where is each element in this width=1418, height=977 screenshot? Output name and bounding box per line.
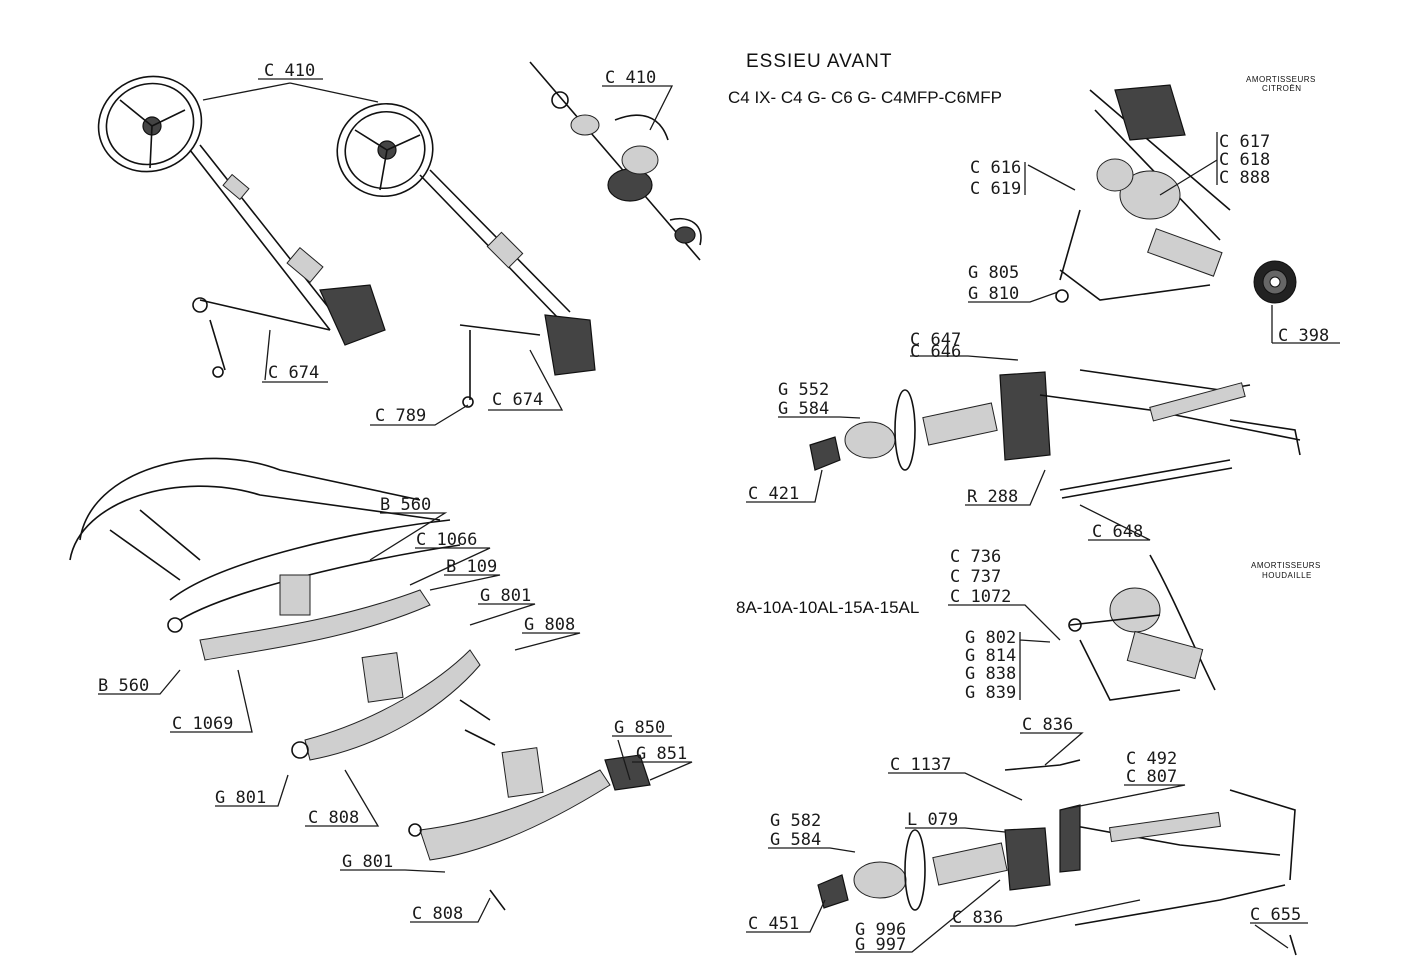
label-c1066: C 1066: [416, 530, 477, 550]
label-l079: L 079: [907, 810, 958, 830]
label-c619: C 619: [970, 179, 1021, 199]
label-r288: R 288: [967, 487, 1018, 507]
label-c789: C 789: [375, 406, 426, 426]
label-g814: G 814: [965, 646, 1016, 666]
front-axle-upper-drawing: [809, 369, 1301, 499]
label-c808-a: C 808: [308, 808, 359, 828]
leaf-spring-mid-drawing: [291, 649, 496, 761]
leader-lines: [98, 78, 1340, 953]
shock-houdaille-line2: HOUDAILLE: [1262, 571, 1312, 580]
label-c1069: C 1069: [172, 714, 233, 734]
label-c421: C 421: [748, 484, 799, 504]
label-g851: G 851: [636, 744, 687, 764]
label-g997: G 997: [855, 935, 906, 955]
label-g801-a: G 801: [480, 586, 531, 606]
label-c617: C 617: [1219, 132, 1270, 152]
label-g584-upper: G 584: [778, 399, 829, 419]
label-c1137: C 1137: [890, 755, 951, 775]
label-g850: G 850: [614, 718, 665, 738]
label-g838: G 838: [965, 664, 1016, 684]
label-c807: C 807: [1126, 767, 1177, 787]
label-g996: G 996: [855, 920, 906, 940]
label-c655: C 655: [1250, 905, 1301, 925]
label-c410-left: C 410: [264, 61, 315, 81]
label-b109: B 109: [446, 557, 497, 577]
steering-wheel-right-drawing: [336, 102, 596, 408]
label-c808-b: C 808: [412, 904, 463, 924]
models-mid: 8A-10A-10AL-15A-15AL: [736, 598, 919, 617]
label-b560-top: B 560: [380, 495, 431, 515]
label-g582: G 582: [770, 811, 821, 831]
steering-wheel-left-drawing: [97, 75, 386, 378]
label-c616: C 616: [970, 158, 1021, 178]
label-c674-left: C 674: [268, 363, 319, 383]
label-g810: G 810: [968, 284, 1019, 304]
label-c888: C 888: [1219, 168, 1270, 188]
label-g808: G 808: [524, 615, 575, 635]
label-c1072: C 1072: [950, 587, 1011, 607]
label-g552: G 552: [778, 380, 829, 400]
label-c618: C 618: [1219, 150, 1270, 170]
shock-houdaille-drawing: [1068, 554, 1216, 701]
shock-houdaille-line1: AMORTISSEURS: [1251, 561, 1321, 570]
label-c398: C 398: [1278, 326, 1329, 346]
label-c646: C 646: [910, 342, 961, 362]
front-axle-lower-drawing: [817, 759, 1297, 956]
steering-column-exploded-drawing: [529, 61, 702, 261]
label-c836-bottom: C 836: [952, 908, 1003, 928]
label-c736: C 736: [950, 547, 1001, 567]
label-c674-right: C 674: [492, 390, 543, 410]
label-g839: G 839: [965, 683, 1016, 703]
shock-citroen-line2: CITROËN: [1262, 84, 1302, 93]
label-b560-left: B 560: [98, 676, 149, 696]
label-c737: C 737: [950, 567, 1001, 587]
leaf-spring-low-drawing: [408, 747, 651, 911]
shock-citroen-line1: AMORTISSEURS: [1246, 75, 1316, 84]
label-c836-top: C 836: [1022, 715, 1073, 735]
label-c410-right: C 410: [605, 68, 656, 88]
shock-citroen-drawing: [1055, 84, 1231, 303]
models-top: C4 IX- C4 G- C6 G- C4MFP-C6MFP: [728, 88, 1002, 107]
label-g805: G 805: [968, 263, 1019, 283]
label-g802: G 802: [965, 628, 1016, 648]
label-c451: C 451: [748, 914, 799, 934]
bushing-c398-drawing: [1253, 260, 1297, 304]
label-c648: C 648: [1092, 522, 1143, 542]
label-c647: C 647: [910, 330, 961, 350]
chassis-spring-drawing: [69, 457, 461, 661]
part-labels: C 410 C 410 C 674 C 674 C 789 C 616 C 61…: [98, 61, 1329, 955]
diagram-title: ESSIEU AVANT: [746, 51, 892, 72]
label-g801-b: G 801: [215, 788, 266, 808]
label-g584-lower: G 584: [770, 830, 821, 850]
label-c492: C 492: [1126, 749, 1177, 769]
label-g801-c: G 801: [342, 852, 393, 872]
